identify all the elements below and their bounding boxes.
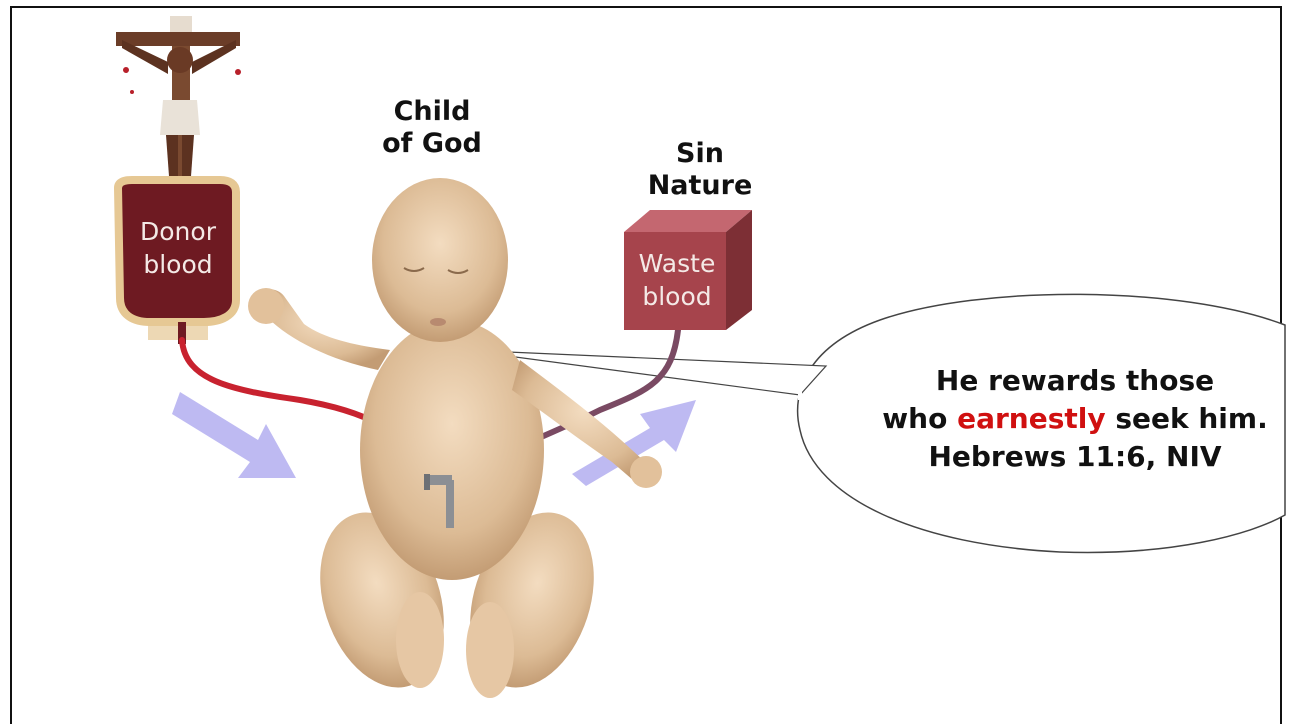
quote-emphasis: earnestly (957, 402, 1106, 435)
quote-text: He rewards those who earnestly seek him.… (865, 362, 1285, 475)
quote-line-1: He rewards those (865, 362, 1285, 400)
incoming-arrow (172, 392, 296, 478)
quote-line-2-start: who (882, 402, 957, 435)
quote-citation: Hebrews 11:6, NIV (865, 438, 1285, 476)
baby-figure (248, 178, 662, 704)
quote-line-2: who earnestly seek him. (865, 400, 1285, 438)
quote-line-2-end: seek him. (1106, 402, 1268, 435)
